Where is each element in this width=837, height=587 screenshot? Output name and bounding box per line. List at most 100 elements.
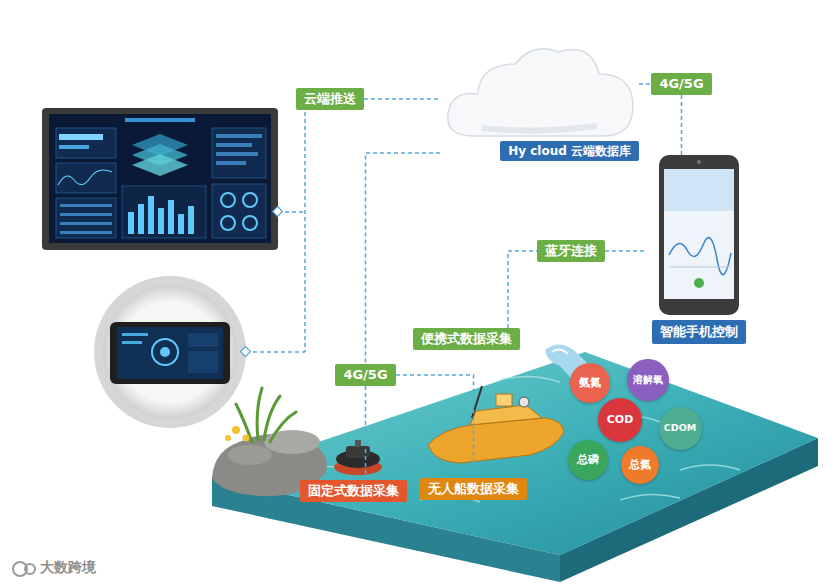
monitor <box>42 108 278 250</box>
tablet-badge-part <box>110 322 230 384</box>
node-text: 无人船数据采集 <box>428 481 519 497</box>
monitor-part <box>158 208 164 234</box>
node-text: 便携式数据采集 <box>421 331 512 347</box>
monitor-part <box>122 186 206 238</box>
parameter-bubble: 氨氮 <box>570 363 610 403</box>
rock-shore-part <box>228 445 272 465</box>
monitor-part <box>148 196 154 234</box>
parameter-bubble: COD <box>598 398 642 442</box>
tablet-badge-part <box>188 351 218 373</box>
link-wire-part <box>273 207 283 217</box>
tablet-badge-part <box>122 341 142 344</box>
monitor-part <box>56 198 116 238</box>
phone-screen <box>664 169 734 299</box>
monitor-part <box>60 222 112 225</box>
buoy-part <box>346 446 370 458</box>
dashed-connector <box>605 250 645 252</box>
monitor-part <box>188 206 194 234</box>
monitor-part <box>125 118 195 122</box>
monitor-part <box>168 200 174 234</box>
portable-sampler-part <box>552 349 568 354</box>
link-wire-part <box>241 347 251 357</box>
phone-axis <box>669 267 731 268</box>
monitor-part <box>243 216 257 230</box>
cloud-shape <box>448 49 633 136</box>
node-text: COD <box>607 413 634 426</box>
monitor-part <box>178 214 184 234</box>
monitor-part <box>216 143 252 147</box>
monitor-part <box>212 128 266 178</box>
water-slab <box>212 352 818 582</box>
link-wire <box>241 112 305 356</box>
watermark: 大数跨境 <box>40 559 96 576</box>
phone-header <box>664 169 734 211</box>
network-tag: 4G/5G <box>335 364 396 386</box>
buoy <box>334 440 382 475</box>
monitor-part <box>212 184 266 238</box>
parameter-bubble: 总磷 <box>568 440 608 480</box>
tablet-badge-part <box>152 339 178 365</box>
unmanned-boat <box>428 386 564 463</box>
tablet-badge-part <box>188 333 218 347</box>
node-text: 4G/5G <box>659 76 703 92</box>
dashed-connector <box>681 95 683 155</box>
dashed-connector <box>364 98 440 100</box>
phone-button <box>694 278 704 288</box>
push-tag: 云端推送 <box>296 88 364 110</box>
tablet-badge-part <box>122 333 148 336</box>
boat-tag: 无人船数据采集 <box>420 478 527 500</box>
rock-shore-part <box>236 388 296 442</box>
node-text: 总氮 <box>629 458 651 471</box>
rock-shore-part <box>264 430 320 454</box>
tablet-badge <box>94 276 246 428</box>
monitor-part <box>243 193 257 207</box>
monitor-part <box>60 204 112 207</box>
monitor-part <box>138 204 144 234</box>
cloud-shade <box>482 126 597 131</box>
monitor-part <box>216 161 246 165</box>
parameter-bubble: 总氮 <box>621 446 659 484</box>
node-text: 固定式数据采集 <box>308 483 399 499</box>
bluetooth-tag: 蓝牙连接 <box>537 240 605 262</box>
unmanned-boat-part <box>519 397 529 407</box>
monitor-part <box>58 170 112 185</box>
tablet-badge-part <box>160 347 170 357</box>
watermark-logo <box>13 562 35 576</box>
cloud-database: Hy cloud 云端数据库 <box>440 38 639 165</box>
node-text: 蓝牙连接 <box>545 243 597 259</box>
unmanned-boat-part <box>428 418 564 463</box>
monitor-part <box>216 152 258 156</box>
monitor-part <box>56 128 116 158</box>
rock-shore-part <box>243 435 250 442</box>
rock-shore-part <box>232 426 240 434</box>
phone-chart <box>669 238 731 275</box>
monitor-part <box>60 213 112 216</box>
smartphone: 智能手机控制 <box>645 155 752 344</box>
network-tag: 4G/5G <box>651 73 712 95</box>
tablet-badge-part <box>117 327 223 379</box>
parameter-bubble: 溶解氧 <box>627 359 669 401</box>
phone-camera <box>697 160 701 164</box>
monitor-part <box>59 134 103 140</box>
node-text: 智能手机控制 <box>652 320 746 344</box>
dashed-connector <box>508 251 537 328</box>
unmanned-boat-part <box>496 394 512 406</box>
parameter-bubble: CDOM <box>659 407 702 450</box>
monitor-part <box>56 163 116 193</box>
buoy-part <box>355 440 361 447</box>
portable-tag: 便携式数据采集 <box>413 328 520 350</box>
unmanned-boat-part <box>470 405 542 425</box>
node-text: 云端推送 <box>304 91 356 107</box>
phone-shape <box>659 155 739 315</box>
dashed-connector <box>396 375 474 478</box>
link-wire-part <box>246 112 305 352</box>
node-text: CDOM <box>664 422 696 433</box>
monitor-part <box>221 216 235 230</box>
monitor-part <box>216 134 262 138</box>
monitor-part <box>132 154 188 176</box>
monitor-part <box>60 231 112 234</box>
fixed-station-tag: 固定式数据采集 <box>300 480 407 502</box>
tablet-badge-part <box>103 285 237 419</box>
monitor-part <box>128 212 134 234</box>
